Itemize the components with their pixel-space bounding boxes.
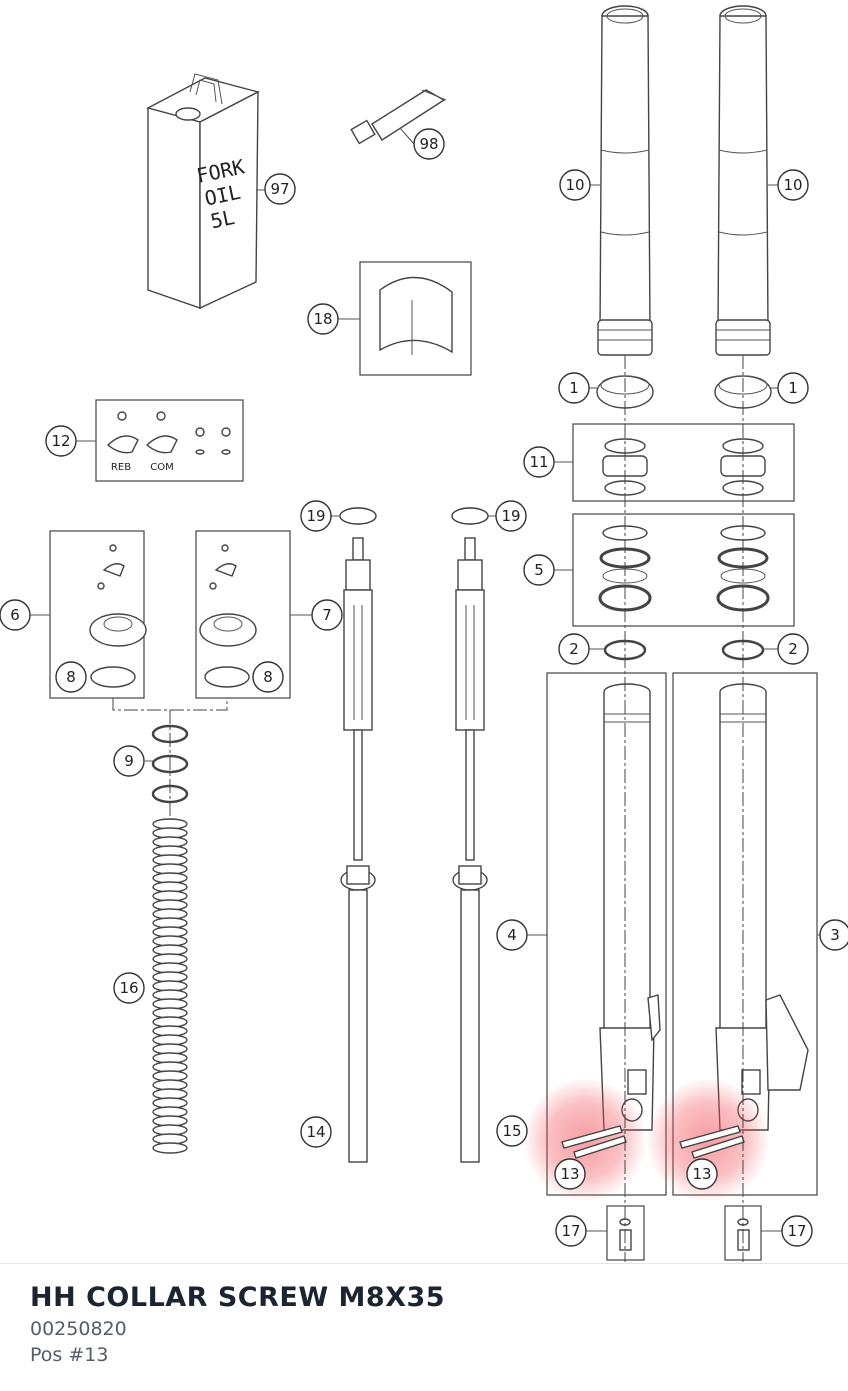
callout-label: 3 [830,926,840,944]
callout-label: 19 [501,507,520,525]
part-info-panel: HH COLLAR SCREW M8X35 00250820 Pos #13 [0,1263,848,1391]
com-label: COM [150,462,173,473]
callout-label: 10 [565,176,584,194]
callout-98[interactable]: 98 [413,128,445,160]
fork-protector-ring[interactable] [379,276,453,355]
callout-label: 1 [569,379,579,397]
part-position: Pos #13 [30,1344,109,1366]
callout-5[interactable]: 5 [523,554,555,586]
collar-screws-left[interactable] [561,1125,627,1159]
fork-spring[interactable] [152,818,188,1154]
callout-8-2[interactable]: 8 [252,661,284,693]
callout-7[interactable]: 7 [311,599,343,631]
callout-18[interactable]: 18 [307,303,339,335]
screw-cap-right[interactable] [199,544,257,688]
inner-tube-right[interactable] [715,683,809,1131]
callout-label: 11 [529,453,548,471]
adjuster-kit[interactable]: REB COM [106,411,231,473]
callout-13[interactable]: 13 [554,1158,586,1190]
callout-3[interactable]: 3 [819,919,848,951]
callout-6[interactable]: 6 [0,599,31,631]
callout-2[interactable]: 2 [558,633,590,665]
callout-10[interactable]: 10 [559,169,591,201]
callout-17-2[interactable]: 17 [781,1215,813,1247]
callout-16[interactable]: 16 [113,972,145,1004]
callout-14[interactable]: 14 [300,1116,332,1148]
callout-label: 2 [788,640,798,658]
callout-label: 4 [507,926,517,944]
callout-9[interactable]: 9 [113,745,145,777]
collar-screws-right[interactable] [679,1125,745,1159]
screw-cap-left[interactable] [89,544,147,688]
callout-label: 8 [66,668,76,686]
callout-1-2[interactable]: 1 [777,372,809,404]
callout-4[interactable]: 4 [496,919,528,951]
callout-label: 97 [270,180,289,198]
callout-label: 15 [502,1122,521,1140]
callout-label: 16 [119,979,138,997]
callout-label: 6 [10,606,20,624]
cartridge-left[interactable] [339,507,377,1163]
callout-label: 98 [419,135,438,153]
shim-ring-left[interactable] [339,507,377,525]
callout-11[interactable]: 11 [523,446,555,478]
callout-label: 1 [788,379,798,397]
inner-tube-left[interactable] [599,683,661,1131]
callout-19-2[interactable]: 19 [495,500,527,532]
callout-10-2[interactable]: 10 [777,169,809,201]
shim-ring-right[interactable] [451,507,489,525]
callout-19[interactable]: 19 [300,500,332,532]
callout-12[interactable]: 12 [45,425,77,457]
callout-label: 10 [783,176,802,194]
outer-tube-right[interactable] [715,5,771,356]
part-number: 00250820 [30,1318,127,1340]
callout-label: 2 [569,640,579,658]
callout-label: 17 [561,1222,580,1240]
slide-bushing-right[interactable] [720,438,766,496]
callout-17[interactable]: 17 [555,1215,587,1247]
grease-tube[interactable] [350,89,447,145]
fork-leg-right-box [672,672,818,1196]
exploded-parts-diagram: FORK OIL 5L [0,5,848,1262]
callout-label: 8 [263,668,273,686]
callout-label: 19 [306,507,325,525]
callout-label: 13 [560,1165,579,1183]
outer-tube-left[interactable] [597,5,653,356]
spring-coil [152,1142,188,1154]
reb-label: REB [111,462,131,473]
cartridge-right[interactable] [451,507,489,1163]
can-text-line3: 5L [208,205,237,233]
callout-label: 5 [534,561,544,579]
callout-label: 13 [692,1165,711,1183]
callout-label: 12 [51,432,70,450]
part-name: HH COLLAR SCREW M8X35 [30,1282,446,1313]
callout-label: 14 [306,1123,325,1141]
callout-8[interactable]: 8 [55,661,87,693]
callout-label: 18 [313,310,332,328]
callout-1[interactable]: 1 [558,372,590,404]
callout-label: 7 [322,606,332,624]
callout-15[interactable]: 15 [496,1115,528,1147]
callout-2-2[interactable]: 2 [777,633,809,665]
fork-oil-can[interactable]: FORK OIL 5L [146,73,260,310]
callout-label: 9 [124,752,134,770]
callout-label: 17 [787,1222,806,1240]
callout-97[interactable]: 97 [264,173,296,205]
callout-13-2[interactable]: 13 [686,1158,718,1190]
